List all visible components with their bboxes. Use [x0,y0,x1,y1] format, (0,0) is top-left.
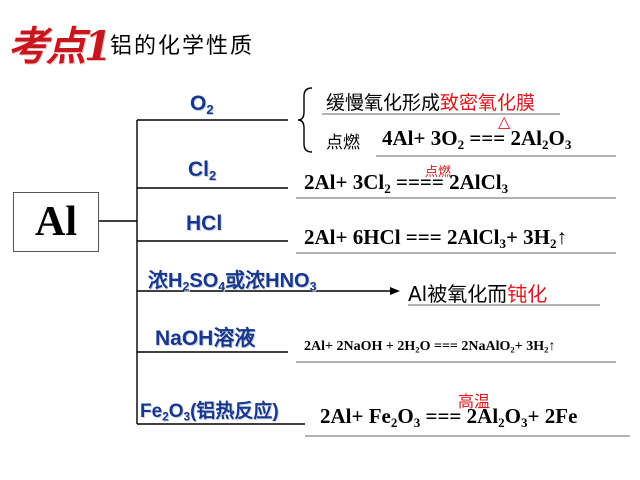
o2-slow-text: 缓慢氧化形成 [326,92,441,114]
formula-text: SO [189,270,219,292]
topic-badge: 考点1 [8,23,112,70]
formula-text: O [397,404,414,428]
formula-text: === 2Al [464,126,542,150]
hcl-equation: 2Al+ 6HCl === 2AlCl3+ 3H2↑ [304,225,567,250]
formula-text: (铝热反应) [190,401,279,422]
o2-burn-equation: 4Al+ 3O2 === 2Al2O3 [382,126,571,151]
subscript: 3 [501,180,509,196]
fe2o3-condition: 高温 [458,392,491,411]
formula-text: HCl [186,212,223,235]
subscript: 2 [206,101,214,117]
formula-text: ↑ [556,225,568,249]
formula-text: 2Al+ Fe [320,404,391,428]
reagent-o2: O2 [190,92,214,116]
dense-oxide-film-text: 致密氧化膜 [440,92,536,114]
formula-text: O [504,404,522,428]
subscript: 2 [498,414,505,430]
formula-text: O [548,126,565,150]
o2-brace [297,87,313,153]
formula-text: + 3H [514,339,545,354]
subscript: 3 [499,235,506,251]
subscript: 2 [390,414,398,430]
formula-text: 或浓HNO [225,270,310,292]
subscript: 2 [209,167,217,183]
subscript: 2 [162,410,169,424]
formula-text: 2Al+ 3Cl [304,170,385,194]
subscript: 2 [544,344,549,355]
formula-text: ==== 2AlCl [390,170,502,194]
reagent-hcl: HCl [186,212,222,236]
formula-text: O [168,401,184,422]
passivation-highlight: 钝化 [507,282,548,306]
subscript: 2 [415,344,420,355]
subscript: 3 [521,414,528,430]
subscript: 2 [384,180,391,196]
formula-text: O [190,92,207,115]
cl2-equation: 2Al+ 3Cl2 ==== 2AlCl3 [304,170,508,195]
subscript: 3 [413,414,421,430]
formula-text: 2Al+ 2NaOH + 2H [304,339,416,354]
subscript: 2 [541,136,549,152]
formula-text: Fe [140,401,163,422]
formula-text: + 2Fe [527,404,578,428]
reagent-cl2: Cl2 [188,158,216,182]
subscript: 2 [510,344,515,355]
passivation-result: Al被氧化而钝化 [408,278,547,307]
aluminum-center-box: Al [13,192,99,252]
cl2-condition: 点燃 [425,165,452,180]
reagent-fe2o3: Fe2O3(铝热反应) [140,396,279,423]
acid-arrowhead [390,287,400,295]
formula-text: 4Al+ 3O [382,126,458,150]
o2-burn-label: 点燃 [326,133,360,153]
subscript: 2 [182,279,190,294]
subscript: 3 [183,410,191,424]
subscript: 3 [309,279,317,294]
formula-text: NaOH溶液 [155,327,256,350]
subscript: 3 [564,136,572,152]
reagent-naoh: NaOH溶液 [155,322,255,352]
o2-burn-condition: △ [498,112,511,131]
formula-text: 浓H [148,270,183,292]
formula-text: 2Al+ 6HCl === 2AlCl [304,225,500,249]
passivation-text: Al被氧化而 [408,282,508,306]
subscript: 2 [457,136,465,152]
formula-text: === 2Al [420,404,499,428]
formula-text: Cl [188,158,209,181]
fe2o3-equation: 2Al+ Fe2O3 === 2Al2O3+ 2Fe [320,404,577,429]
topic-title: 铝的化学性质 [110,34,255,59]
naoh-equation: 2Al+ 2NaOH + 2H2O === 2NaAlO2+ 3H2↑ [304,339,555,355]
reagent-conc-acids: 浓H2SO4或浓HNO3 [148,264,317,293]
formula-text: ↑ [548,339,556,354]
subscript: 4 [218,279,226,294]
o2-slow-oxidation: 缓慢氧化形成致密氧化膜 [326,88,535,115]
subscript: 2 [550,235,557,251]
formula-text: O === 2NaAlO [419,339,511,354]
formula-text: + 3H [505,225,551,249]
